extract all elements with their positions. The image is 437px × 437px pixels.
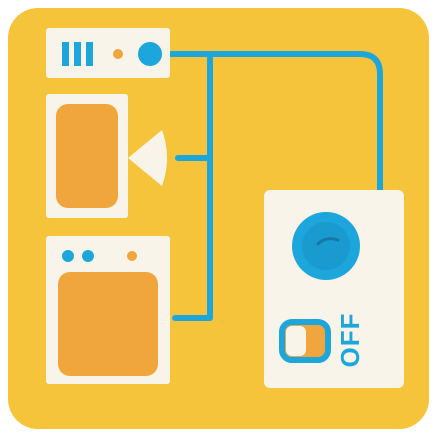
oven-icon	[46, 236, 170, 384]
audio-receiver-icon	[46, 28, 170, 78]
off-label: OFF	[336, 310, 364, 370]
power-switch-icon	[264, 190, 404, 388]
